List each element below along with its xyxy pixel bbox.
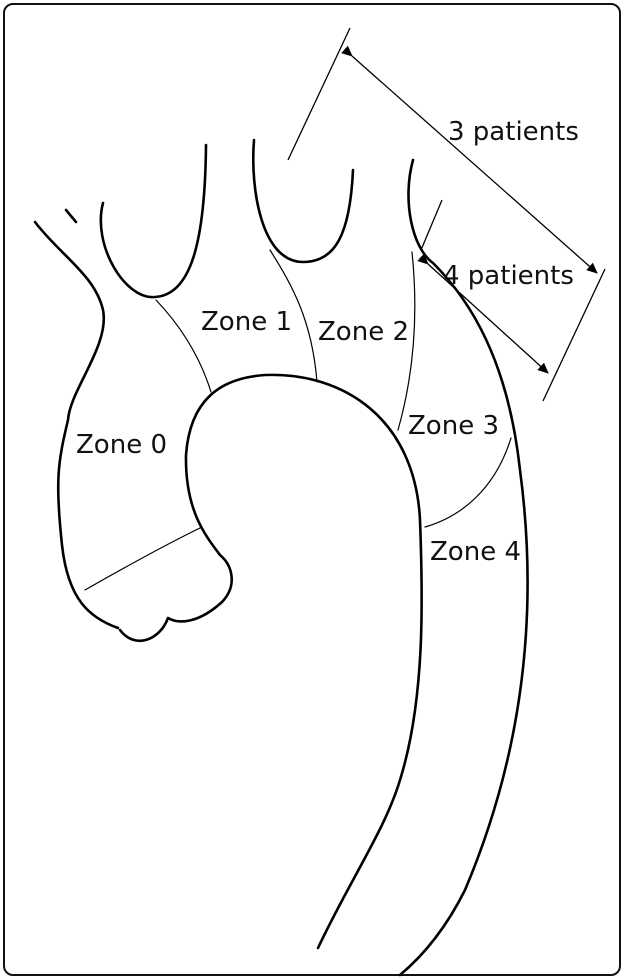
brachiocephalic-trunk-outline — [101, 145, 206, 297]
zone-0-lower-divider — [85, 527, 202, 590]
measurement-3-patients-ext-top — [288, 28, 350, 160]
zone-4-label: Zone 4 — [430, 537, 521, 567]
zone-1-label: Zone 1 — [201, 307, 292, 337]
zone-0-label: Zone 0 — [76, 430, 167, 460]
aortic-root-outline — [120, 375, 422, 948]
measurement-3-patients-arrow — [352, 56, 597, 273]
zone-3-4-divider — [425, 438, 511, 527]
measurement-4-patients-label: 4 patients — [443, 261, 574, 291]
ascending-aorta-outline — [35, 222, 118, 628]
zone-3-label: Zone 3 — [408, 411, 499, 441]
measurement-3-patients-label: 3 patients — [448, 117, 579, 147]
zone-2-label: Zone 2 — [318, 317, 409, 347]
left-common-carotid-outline — [253, 140, 353, 262]
branch-stub-outline — [66, 210, 76, 222]
measurement-4-patients-ext-top — [421, 200, 442, 250]
figure-border — [4, 4, 620, 975]
